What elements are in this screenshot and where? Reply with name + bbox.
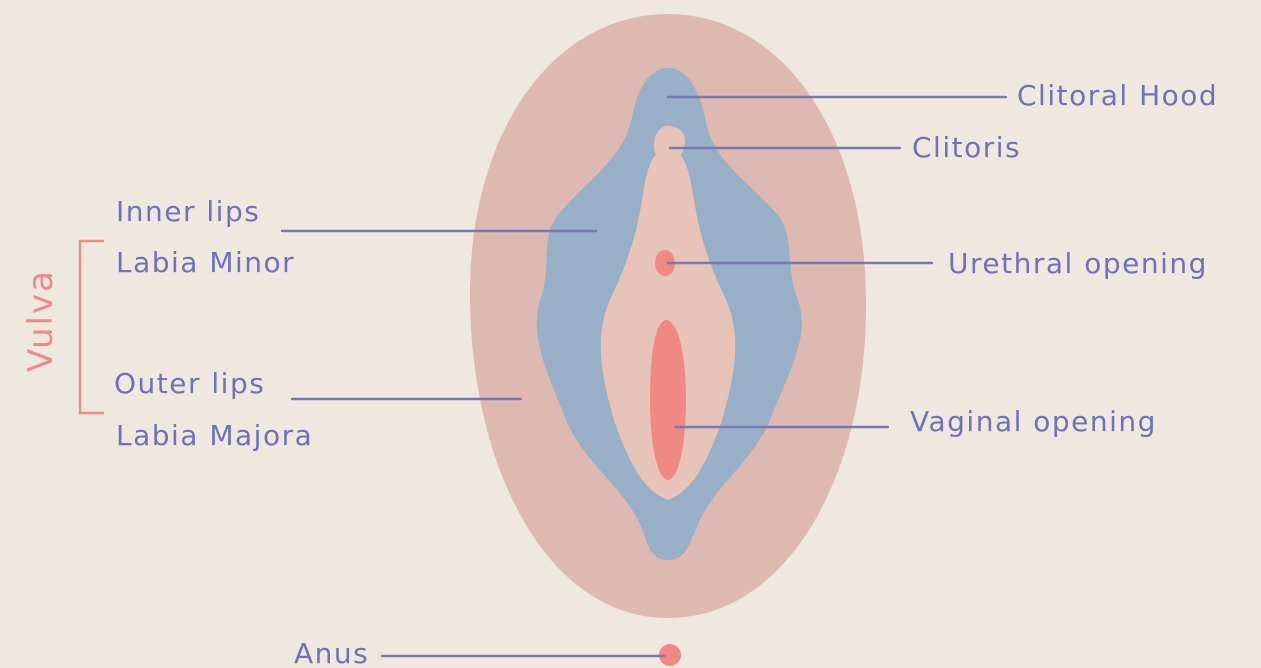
clitoral-hood-label: Clitoral Hood bbox=[1017, 82, 1218, 110]
outer-lips-label: Outer lips bbox=[114, 370, 265, 398]
anus-label: Anus bbox=[294, 640, 369, 668]
inner-lips-label: Inner lips bbox=[116, 198, 260, 226]
vulva-label: Vulva bbox=[24, 282, 58, 372]
labia-majora-label: Labia Majora bbox=[116, 422, 313, 450]
vaginal-opening-label: Vaginal opening bbox=[910, 408, 1157, 436]
vulva-bracket bbox=[80, 241, 104, 413]
urethral-opening-label: Urethral opening bbox=[948, 250, 1208, 278]
labia-minor-label: Labia Minor bbox=[116, 249, 295, 277]
clitoris-label: Clitoris bbox=[912, 134, 1021, 162]
vaginal-opening-shape bbox=[650, 320, 686, 480]
